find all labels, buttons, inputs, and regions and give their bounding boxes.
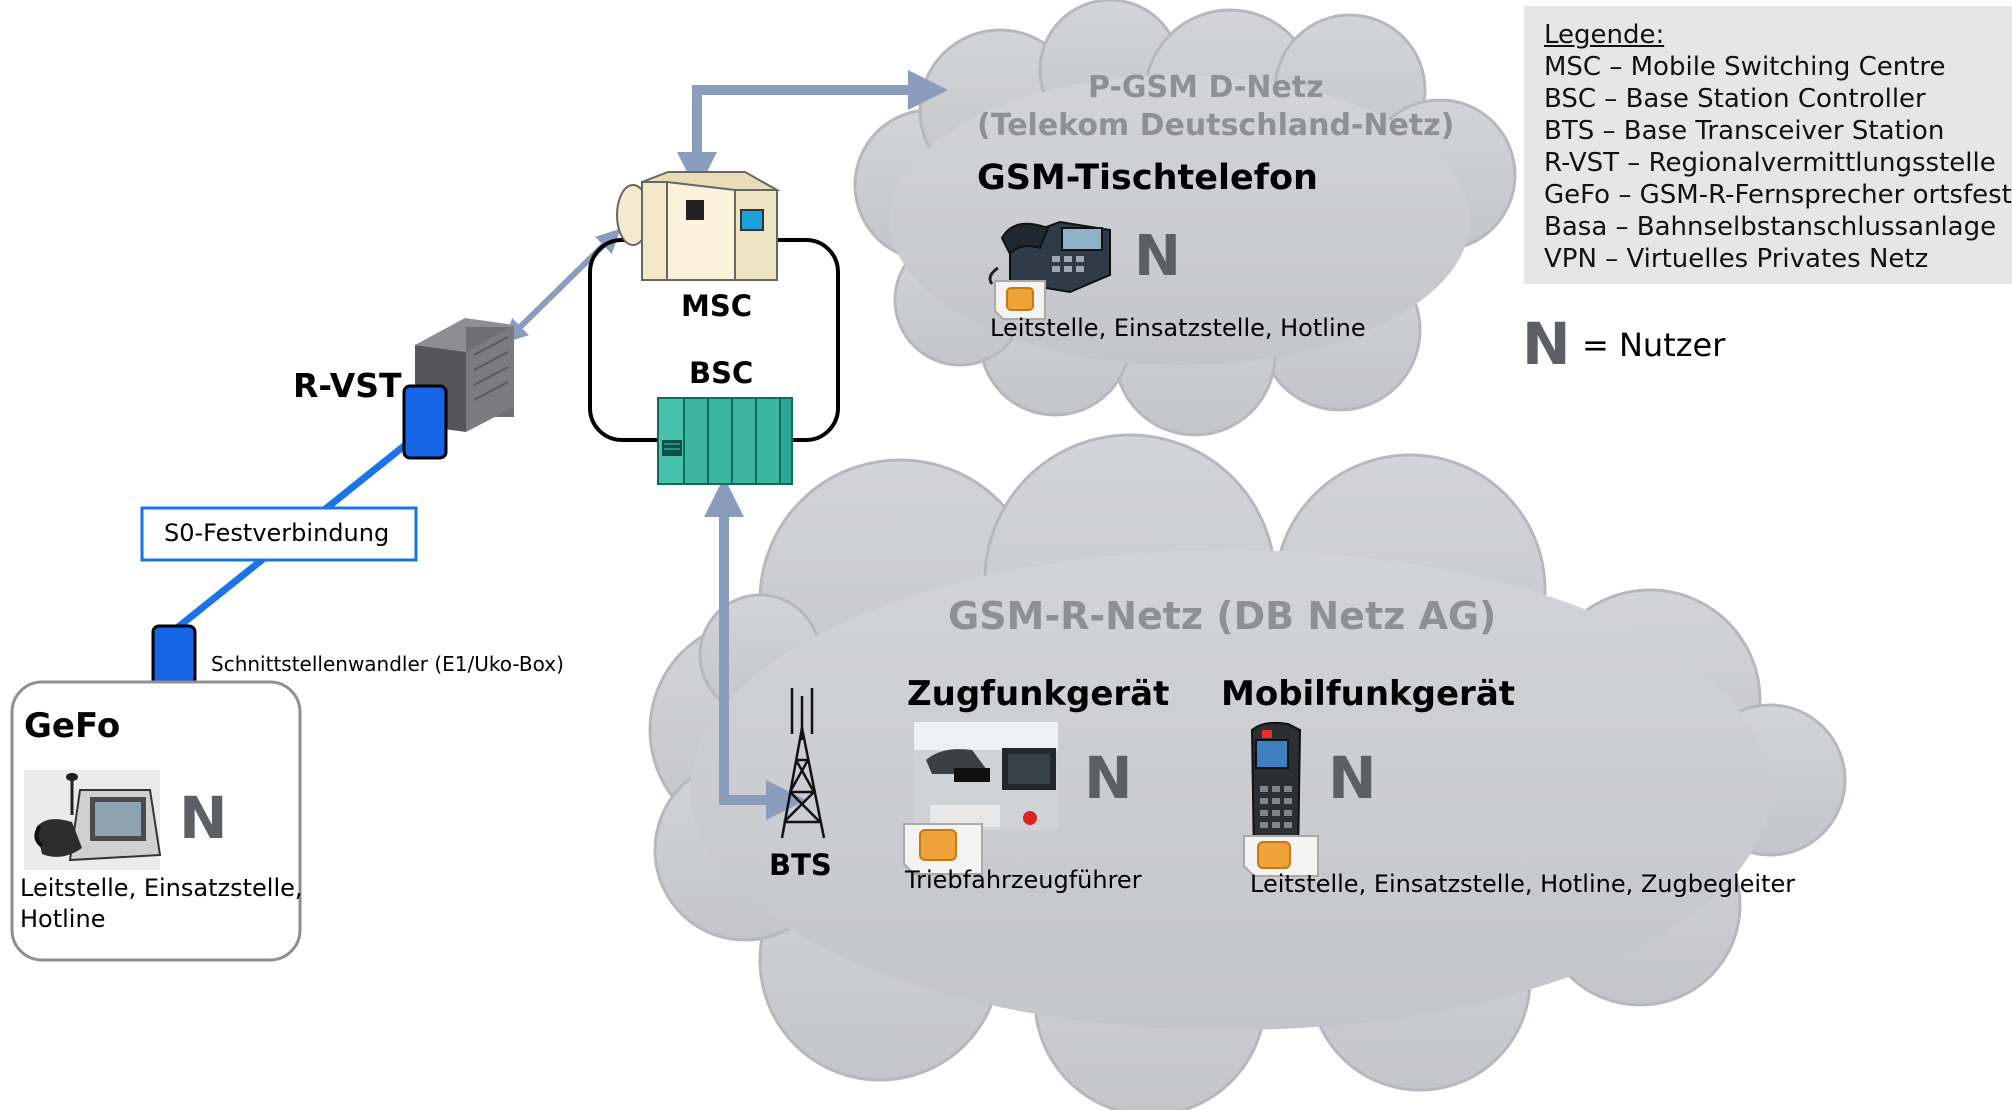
msc-label: MSC [681,289,753,323]
mobile-phone-icon [1250,721,1302,865]
legend-heading: Legende: [1544,20,1665,50]
bsc-label: BSC [689,356,754,390]
mobile-user-symbol: N [1328,744,1377,812]
legend-item: MSC – Mobile Switching Centre [1544,52,1946,82]
bts-label: BTS [769,848,832,882]
s0-label-box [140,506,418,562]
s0-link-label: S0-Festverbindung [164,519,390,547]
gsmr-title: GSM-R-Netz (DB Netz AG) [948,594,1497,638]
legend-user-symbol: N [1522,310,1571,378]
pgsm-users: Leitstelle, Einsatzstelle, Hotline [990,314,1366,342]
sim-card-icon [903,823,983,875]
sim-card-icon [994,280,1046,320]
msc-pgsm-arrow [677,70,948,192]
rvst-label: R-VST [293,366,402,405]
pgsm-title-line2: (Telekom Deutschland-Netz) [977,108,1455,143]
sim-card-icon [1243,835,1319,877]
legend-panel: Legende: MSC – Mobile Switching Centre B… [1524,6,2012,284]
pgsm-device-title: GSM-Tischtelefon [977,158,1318,198]
legend-item: BSC – Base Station Controller [1544,84,1926,114]
gefo-title: GeFo [24,706,121,746]
legend-user-meaning: = Nutzer [1582,326,1726,364]
legend-item: R-VST – Regionalvermittlungsstelle [1544,148,1996,178]
legend-item: VPN – Virtuelles Privates Netz [1544,244,1929,274]
bsc-rack-icon [657,397,793,485]
msc-server-icon [616,171,781,281]
bts-tower-icon [780,688,826,839]
train-radio-icon [914,722,1058,830]
legend-item: Basa – Bahnselbstanschlussanlage [1544,212,1997,242]
pgsm-title-line1: P-GSM D-Netz [1088,70,1324,105]
gefo-user-symbol: N [179,784,228,852]
gefo-console-icon [24,770,162,870]
train-radio-users: Triebfahrzeugführer [905,866,1142,894]
pgsm-user-symbol: N [1134,224,1181,289]
pgsm-cloud [853,0,1517,437]
train-radio-title: Zugfunkgerät [907,674,1170,714]
gefo-users-line1: Leitstelle, Einsatzstelle, [20,874,303,902]
legend-item: GeFo – GSM-R-Fernsprecher ortsfest [1544,180,2012,210]
mobile-users: Leitstelle, Einsatzstelle, Hotline, Zugb… [1250,870,1796,898]
converter-label: Schnittstellenwandler (E1/Uko-Box) [211,652,564,676]
rvst-converter-icon [402,384,448,460]
legend-item: BTS – Base Transceiver Station [1544,116,1945,146]
bsc-bts-arrow [704,477,806,820]
gefo-users-line2: Hotline [20,905,106,933]
mobile-title: Mobilfunkgerät [1221,674,1516,714]
gsmr-cloud [648,433,1847,1110]
train-radio-user-symbol: N [1084,744,1133,812]
